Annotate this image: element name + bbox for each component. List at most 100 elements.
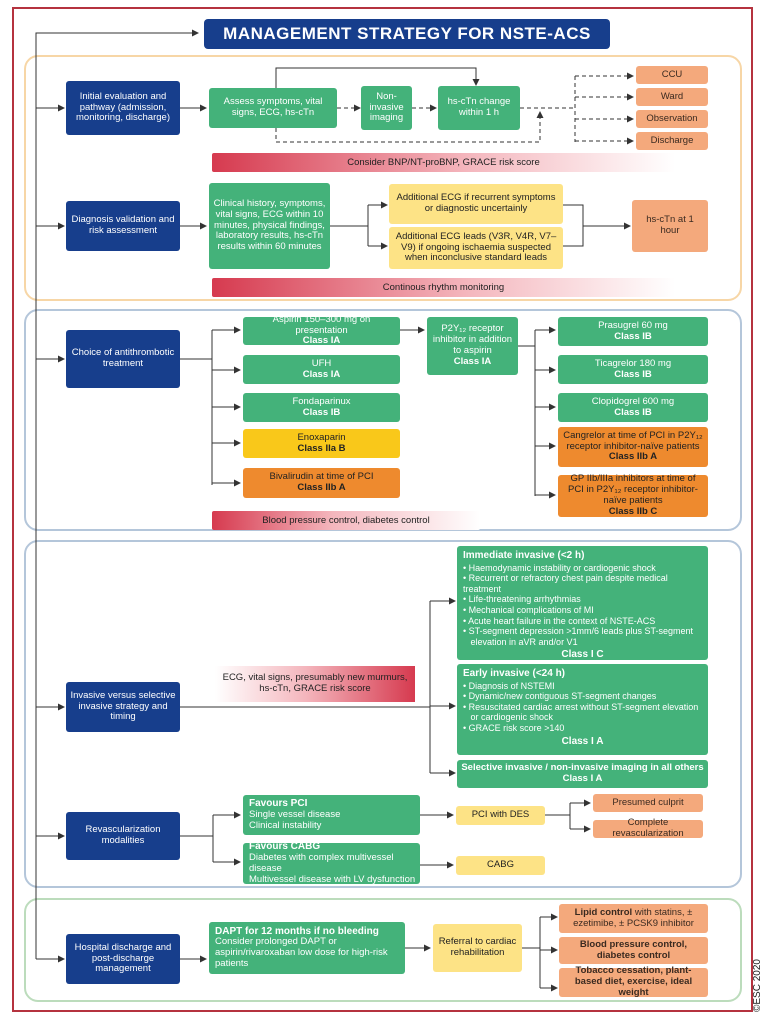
revascularization-box: Revascularization modalities bbox=[66, 812, 180, 860]
bivalirudin-box: Bivalirudin at time of PCI Class IIb A bbox=[243, 468, 400, 498]
prasugrel-class: Class IB bbox=[614, 330, 652, 342]
lifestyle-box: Tobacco cessation, plant-based diet, exe… bbox=[559, 965, 708, 998]
selective-invasive-class: Class I A bbox=[562, 773, 603, 784]
list-item: • ST-segment depression >1mm/6 leads plu… bbox=[463, 626, 694, 637]
additional-ecg-box: Additional ECG if recurrent symptoms or … bbox=[389, 184, 563, 224]
lipid-control-title: Lipid control bbox=[574, 906, 633, 918]
ticagrelor-label: Ticagrelor 180 mg bbox=[594, 357, 672, 369]
cabg-box: CABG bbox=[456, 856, 545, 875]
lipid-control-body: with statins, ± ezetimibe, ± PCSK9 inhib… bbox=[573, 906, 694, 929]
cardiac-rehabilitation-box: Referral to cardiac rehabilitation bbox=[433, 924, 522, 972]
favours-pci-title: Favours PCI bbox=[249, 798, 308, 810]
gp-inhibitors-box: GP IIb/IIIa inhibitors at time of PCI in… bbox=[558, 473, 708, 517]
bivalirudin-label: Bivalirudin at time of PCI bbox=[269, 471, 374, 483]
antithrombotic-box: Choice of antithrombotic treatment bbox=[66, 330, 180, 388]
fondaparinux-label: Fondaparinux bbox=[292, 395, 351, 407]
page-title: MANAGEMENT STRATEGY FOR NSTE-ACS bbox=[204, 19, 610, 49]
cangrelor-box: Cangrelor at time of PCI in P2Y₁₂ recept… bbox=[558, 427, 708, 467]
immediate-invasive-class: Class I C bbox=[561, 649, 604, 661]
list-item: or cardiogenic shock bbox=[463, 712, 554, 723]
list-item: • Life-threatening arrhythmias bbox=[463, 594, 581, 605]
enoxaparin-label: Enoxaparin bbox=[297, 431, 346, 443]
clopidogrel-class: Class IB bbox=[614, 406, 652, 418]
additional-ecg-leads-box: Additional ECG leads (V3R, V4R, V7–V9) i… bbox=[389, 227, 563, 269]
enoxaparin-box: Enoxaparin Class IIa B bbox=[243, 429, 400, 458]
immediate-invasive-title: Immediate invasive (<2 h) bbox=[463, 550, 585, 561]
list-item: • Dynamic/new contiguous ST-segment chan… bbox=[463, 691, 657, 702]
bivalirudin-class: Class IIb A bbox=[297, 482, 346, 493]
list-item: Multivessel disease with LV dysfunction bbox=[249, 873, 416, 885]
pci-with-des-box: PCI with DES bbox=[456, 806, 545, 825]
early-invasive-class: Class I A bbox=[561, 735, 604, 747]
list-item: • Acute heart failure in the context of … bbox=[463, 615, 656, 626]
favours-cabg-box: Favours CABG Diabetes with complex multi… bbox=[243, 841, 420, 885]
clopidogrel-box: Clopidogrel 600 mg Class IB bbox=[558, 393, 708, 422]
prasugrel-box: Prasugrel 60 mg Class IB bbox=[558, 317, 708, 346]
cangrelor-class: Class IIb A bbox=[608, 451, 658, 463]
ufh-label: UFH bbox=[311, 357, 332, 369]
risk-assessment-bar: ECG, vital signs, presumably new murmurs… bbox=[215, 666, 415, 702]
list-item: • GRACE risk score >140 bbox=[463, 722, 565, 733]
destination-ccu: CCU bbox=[636, 66, 708, 84]
gp-inhibitors-label: GP IIb/IIIa inhibitors at time of PCI in… bbox=[568, 473, 698, 506]
dapt-title: DAPT for 12 months if no bleeding bbox=[215, 925, 379, 937]
p2y12-class: Class IA bbox=[453, 355, 492, 367]
enoxaparin-class: Class IIa B bbox=[297, 442, 346, 454]
section-discharge bbox=[24, 898, 742, 1002]
bnp-grace-bar: Consider BNP/NT-proBNP, GRACE risk score bbox=[212, 153, 675, 172]
list-item: • Resuscitated cardiac arrest without ST… bbox=[463, 701, 699, 712]
selective-invasive-title: Selective invasive / non-invasive imagin… bbox=[461, 762, 704, 774]
p2y12-label: P2Y₁₂ receptor inhibitor in addition to … bbox=[432, 323, 513, 356]
clopidogrel-label: Clopidogrel 600 mg bbox=[591, 395, 675, 407]
lipid-control-box: Lipid control with statins, ± ezetimibe,… bbox=[559, 904, 708, 933]
bp-control-box: Blood pressure control, diabetes control bbox=[559, 937, 708, 964]
invasive-strategy-box: Invasive versus selective invasive strat… bbox=[66, 682, 180, 732]
non-invasive-imaging-box: Non-invasive imaging bbox=[361, 86, 412, 130]
diagnosis-validation-box: Diagnosis validation and risk assessment bbox=[66, 201, 180, 251]
immediate-invasive-box: Immediate invasive (<2 h) • Haemodynamic… bbox=[457, 546, 708, 660]
gp-inhibitors-class: Class IIb C bbox=[608, 505, 658, 517]
hs-ctn-change-box: hs-cTn change within 1 h bbox=[438, 86, 520, 130]
bp-diabetes-bar: Blood pressure control, diabetes control bbox=[212, 511, 480, 530]
presumed-culprit-box: Presumed culprit bbox=[593, 794, 703, 812]
copyright-text: ©ESC 2020 bbox=[752, 959, 763, 1012]
aspirin-box: Aspirin 150–300 mg on presentation Class… bbox=[243, 313, 400, 347]
rhythm-monitoring-bar: Continous rhythm monitoring bbox=[212, 278, 675, 297]
destination-discharge: Discharge bbox=[636, 132, 708, 150]
fondaparinux-class: Class IB bbox=[302, 406, 341, 418]
list-item: • Haemodynamic instability or cardiogeni… bbox=[463, 562, 656, 573]
section-invasive-strategy bbox=[24, 540, 742, 888]
early-invasive-title: Early invasive (<24 h) bbox=[463, 668, 566, 679]
list-item: Clinical instability bbox=[249, 819, 322, 831]
early-invasive-box: Early invasive (<24 h) • Diagnosis of NS… bbox=[457, 664, 708, 755]
ticagrelor-class: Class IB bbox=[614, 368, 652, 380]
ufh-class: Class IA bbox=[302, 368, 341, 380]
fondaparinux-box: Fondaparinux Class IB bbox=[243, 393, 400, 422]
favours-cabg-title: Favours CABG bbox=[249, 841, 321, 853]
initial-evaluation-box: Initial evaluation and pathway (admissio… bbox=[66, 81, 180, 135]
hospital-discharge-box: Hospital discharge and post-discharge ma… bbox=[66, 934, 180, 984]
list-item: • Recurrent or refractory chest pain des… bbox=[463, 573, 668, 594]
ticagrelor-box: Ticagrelor 180 mg Class IB bbox=[558, 355, 708, 384]
destination-ward: Ward bbox=[636, 88, 708, 106]
cangrelor-label: Cangrelor at time of PCI in P2Y₁₂ recept… bbox=[563, 429, 703, 452]
dapt-body: Consider prolonged DAPT or aspirin/rivar… bbox=[215, 936, 388, 970]
clinical-history-box: Clinical history, symptoms, vital signs,… bbox=[209, 183, 330, 269]
list-item: • Diagnosis of NSTEMI bbox=[463, 680, 555, 691]
aspirin-label: Aspirin 150–300 mg on presentation bbox=[272, 313, 371, 336]
dapt-box: DAPT for 12 months if no bleeding Consid… bbox=[209, 922, 405, 974]
hs-ctn-1h-box: hs-cTn at 1 hour bbox=[632, 200, 708, 252]
complete-revascularization-box: Complete revascularization bbox=[593, 817, 703, 839]
prasugrel-label: Prasugrel 60 mg bbox=[598, 319, 668, 331]
assess-symptoms-box: Assess symptoms, vital signs, ECG, hs-cT… bbox=[209, 88, 337, 128]
list-item: • Mechanical complications of MI bbox=[463, 604, 594, 615]
aspirin-class: Class IA bbox=[302, 335, 341, 347]
outer-frame bbox=[12, 7, 753, 1012]
p2y12-box: P2Y₁₂ receptor inhibitor in addition to … bbox=[427, 317, 518, 375]
list-item: Single vessel disease bbox=[249, 808, 341, 820]
list-item: elevation in aVR and/or V1 bbox=[463, 636, 578, 647]
ufh-box: UFH Class IA bbox=[243, 355, 400, 384]
favours-pci-box: Favours PCI Single vessel disease Clinic… bbox=[243, 795, 420, 835]
destination-observation: Observation bbox=[636, 110, 708, 128]
